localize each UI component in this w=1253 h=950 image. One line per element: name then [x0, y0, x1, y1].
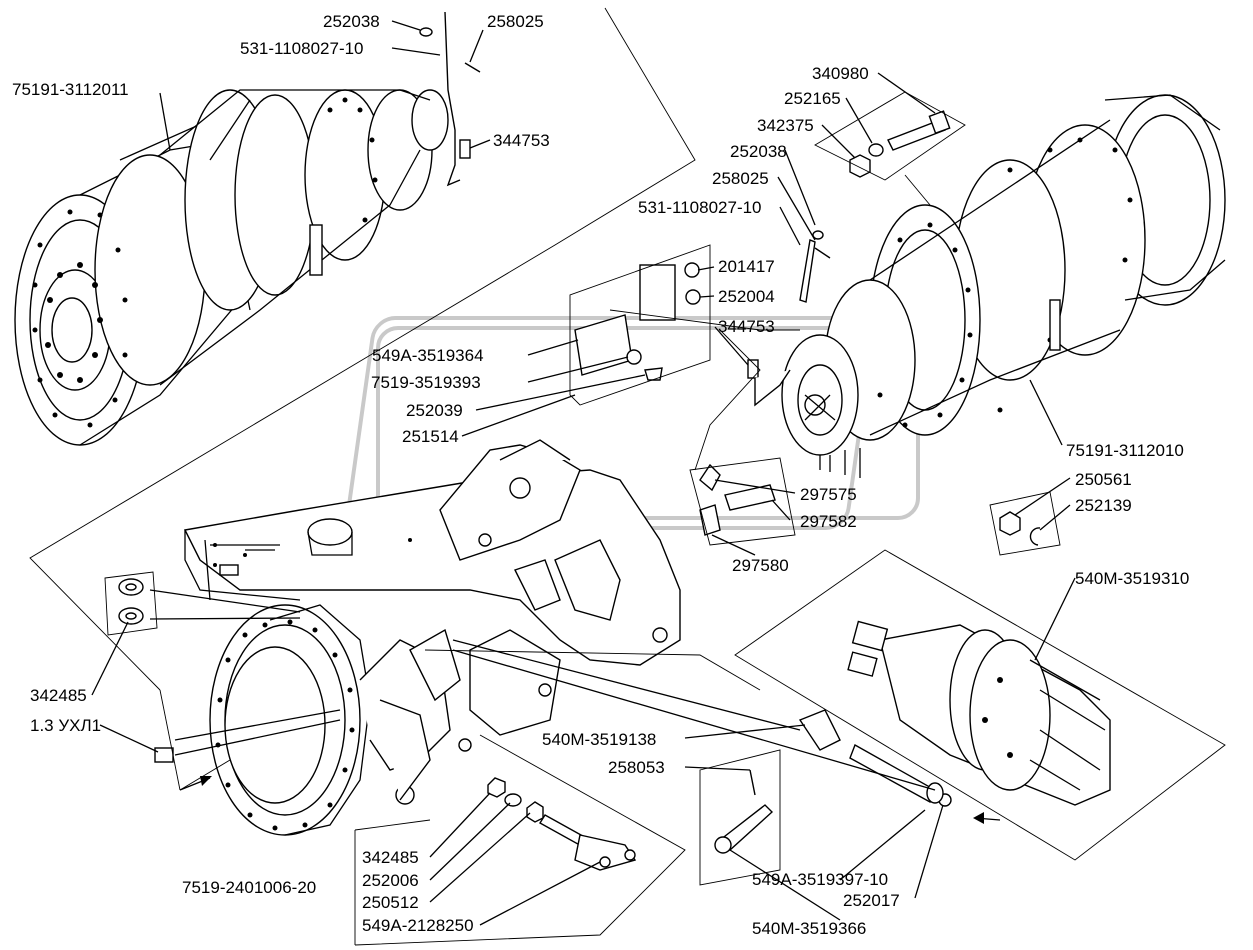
- label-7519-3519393: 7519-3519393: [371, 373, 481, 392]
- label-258053: 258053: [608, 758, 665, 777]
- label-342375: 342375: [757, 116, 814, 135]
- label-531-1108027-10-top: 531-1108027-10: [240, 39, 364, 58]
- label-250512: 250512: [362, 893, 419, 912]
- label-549A-3519397-10: 549A-3519397-10: [752, 870, 888, 889]
- label-297575: 297575: [800, 485, 857, 504]
- label-549A-3519364: 549A-3519364: [372, 346, 484, 365]
- label-252038-right: 252038: [730, 142, 787, 161]
- right-wheel-hub: [781, 94, 1226, 478]
- brake-chamber: [847, 620, 1111, 806]
- label-252004: 252004: [718, 287, 775, 306]
- label-549A-2128250: 549A-2128250: [362, 916, 474, 935]
- label-342485-left: 342485: [30, 686, 87, 705]
- label-540M-3519366: 540M-3519366: [752, 919, 866, 938]
- small-parts: [118, 11, 1041, 871]
- label-258025-right: 258025: [712, 169, 769, 188]
- arrows: [179, 776, 1001, 824]
- label-252006: 252006: [362, 871, 419, 890]
- left-wheel-hub: [14, 89, 449, 446]
- axle-housing: [183, 439, 681, 666]
- label-258025-top: 258025: [487, 12, 544, 31]
- label-252038-top: 252038: [323, 12, 380, 31]
- label-7519-2401006-20: 7519-2401006-20: [182, 878, 316, 897]
- label-252017: 252017: [843, 891, 900, 910]
- label-531-1108027-10-right: 531-1108027-10: [638, 198, 762, 217]
- label-75191-3112011: 75191-3112011: [12, 80, 129, 99]
- label-201417: 201417: [718, 257, 775, 276]
- label-252139: 252139: [1075, 496, 1132, 515]
- label-297580: 297580: [732, 556, 789, 575]
- group-outlines: [29, 7, 1226, 946]
- label-540M-3519138: 540M-3519138: [542, 730, 656, 749]
- label-252165: 252165: [784, 89, 841, 108]
- label-251514: 251514: [402, 427, 459, 446]
- label-342485-bottom: 342485: [362, 848, 419, 867]
- label-75191-3112010: 75191-3112010: [1066, 441, 1184, 460]
- label-252039: 252039: [406, 401, 463, 420]
- part-labels: 252038 258025 531-1108027-10 75191-31120…: [12, 12, 1189, 938]
- leader-lines: [91, 20, 1076, 926]
- label-340980: 340980: [812, 64, 869, 83]
- label-250561: 250561: [1075, 470, 1132, 489]
- label-297582: 297582: [800, 512, 857, 531]
- label-344753-mid: 344753: [718, 317, 775, 336]
- label-540M-3519310: 540M-3519310: [1075, 569, 1189, 588]
- label-1-3-uhl1: 1.3 УХЛ1: [30, 716, 101, 735]
- label-344753-top: 344753: [493, 131, 550, 150]
